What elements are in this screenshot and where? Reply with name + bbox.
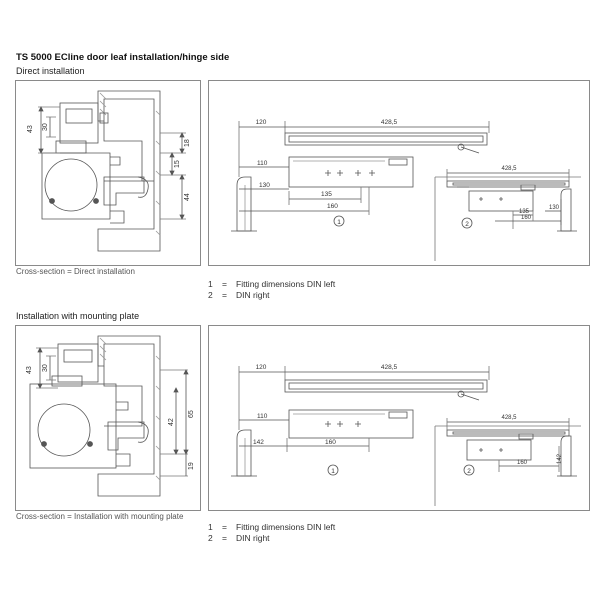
legend-item: 1=Fitting dimensions DIN left: [208, 522, 336, 532]
dim-142-plate-right: 142: [557, 453, 563, 464]
dim-428-5: 428,5: [381, 119, 398, 126]
page-title: TS 5000 ECline door leaf installation/hi…: [16, 52, 230, 63]
cross-section-panel-mounting-plate: 43 30 42 65 19: [15, 325, 201, 511]
dim-110: 110: [257, 160, 268, 167]
dim-18: 18: [184, 139, 191, 147]
dim-30: 30: [42, 123, 49, 131]
dim-428-5-right: 428,5: [501, 166, 517, 172]
dim-160: 160: [327, 203, 338, 210]
dim-135-right: 135: [519, 209, 530, 215]
dim-44: 44: [184, 193, 191, 201]
dim-110-plate: 110: [257, 413, 268, 420]
dim-135: 135: [321, 191, 332, 198]
section-heading-direct: Direct installation: [16, 66, 85, 76]
legend-item: 1=Fitting dimensions DIN left: [208, 279, 336, 289]
dim-15: 15: [174, 160, 181, 168]
installation-drawing-direct: 120 428,5 110 130 135 160 428,5 135 130 …: [231, 119, 581, 261]
legend-direct: 1=Fitting dimensions DIN left 2=DIN righ…: [208, 279, 335, 301]
dim-43: 43: [27, 125, 34, 133]
dim-120-plate: 120: [256, 364, 267, 371]
installation-drawing-mounting-plate: 120 428,5 110 142 160 428,5 160 142 1 2: [231, 364, 581, 506]
section-heading-mounting-plate: Installation with mounting plate: [16, 311, 140, 321]
dim-428-5-plate-right: 428,5: [501, 415, 517, 421]
dim-428-5-plate: 428,5: [381, 364, 398, 371]
cross-section-drawing-mounting-plate: 43 30 42 65 19: [26, 335, 195, 497]
caption-mounting-plate: Cross-section = Installation with mounti…: [16, 512, 184, 521]
dim-30-plate: 30: [42, 364, 49, 372]
dim-130: 130: [259, 182, 270, 189]
cross-section-panel-direct: 43 30 18 15 44: [15, 80, 201, 266]
dim-43-plate: 43: [26, 366, 33, 374]
dim-120: 120: [256, 119, 267, 126]
dim-42-plate: 42: [168, 418, 175, 426]
legend-item: 2=DIN right: [208, 290, 270, 300]
legend-mounting-plate: 1=Fitting dimensions DIN left 2=DIN righ…: [208, 522, 335, 544]
dim-130-right: 130: [549, 205, 560, 211]
legend-item: 2=DIN right: [208, 533, 270, 543]
dim-160-plate: 160: [325, 439, 336, 446]
caption-direct: Cross-section = Direct installation: [16, 267, 135, 276]
dim-160-right: 160: [521, 215, 532, 221]
dim-65-plate: 65: [188, 410, 195, 418]
dim-160-plate-right: 160: [517, 460, 528, 466]
dim-19-plate: 19: [188, 462, 195, 470]
installation-panel-mounting-plate: 120 428,5 110 142 160 428,5 160 142 1 2: [208, 325, 590, 511]
dim-142-plate: 142: [253, 439, 264, 446]
cross-section-drawing-direct: 43 30 18 15 44: [27, 90, 191, 252]
marker-2-direct: 2: [465, 221, 469, 228]
marker-2-plate: 2: [467, 468, 471, 475]
marker-1-direct: 1: [337, 219, 341, 226]
marker-1-plate: 1: [331, 468, 335, 475]
installation-panel-direct: 120 428,5 110 130 135 160 428,5 135 130 …: [208, 80, 590, 266]
